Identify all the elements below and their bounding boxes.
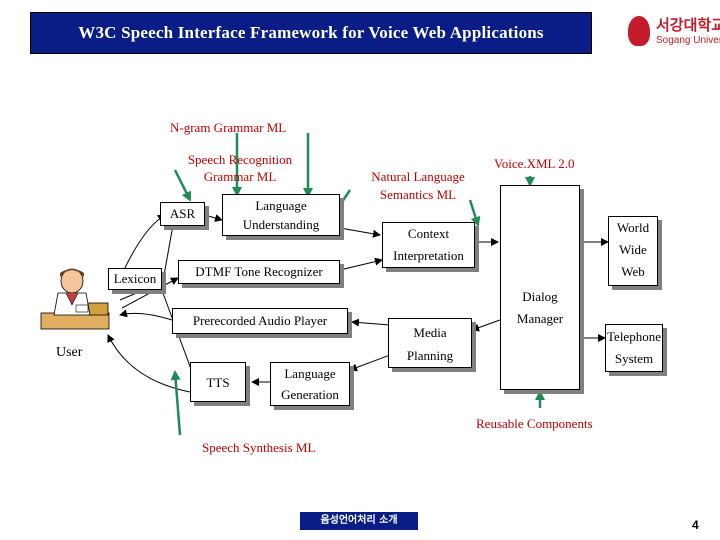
dtmf-context-connector: [339, 257, 383, 271]
media-audio-connector: [351, 318, 391, 327]
srgs-line2: Grammar ML: [203, 169, 277, 184]
seal-icon: [628, 16, 650, 46]
dm-media-connector: [471, 319, 501, 332]
language-understanding-box: Language Understanding: [222, 194, 340, 236]
tts-box: TTS: [190, 362, 246, 402]
user-dtmf-connector: [121, 277, 179, 309]
user-label: User: [56, 345, 83, 360]
language-generation-box: Language Generation: [270, 362, 350, 406]
voicexml-label: Voice.XML 2.0: [494, 156, 575, 171]
nlsml-line2: Semantics ML: [379, 187, 457, 202]
lg-line1: Language: [284, 366, 336, 381]
lu-context-connector: [339, 227, 381, 238]
srgs-label: Speech Recognition Grammar ML: [175, 151, 305, 185]
university-logo: 서강대학교 Sogang University: [620, 8, 720, 54]
ssml-label: Speech Synthesis ML: [202, 440, 316, 455]
media-lg-connector: [349, 354, 391, 372]
media-line1: Media: [413, 325, 447, 340]
dialog-manager-label: Dialog Manager: [501, 286, 579, 330]
web-line1: World: [616, 220, 650, 235]
dm-line1: Dialog: [522, 289, 558, 304]
slide-title: W3C Speech Interface Framework for Voice…: [30, 12, 592, 54]
ctx-line2: Interpretation: [393, 248, 464, 263]
tts-user-connector: [107, 334, 191, 393]
audio-player-box: Prerecorded Audio Player: [172, 308, 348, 334]
world-wide-web-box: World Wide Web: [608, 216, 658, 286]
context-interpretation-box: Context Interpretation: [382, 222, 475, 268]
logo-english: Sogang University: [656, 35, 720, 46]
nlsml-label: Natural Language Semantics ML: [358, 168, 478, 204]
telephone-system-box: Telephone System: [605, 324, 663, 372]
lu-line1: Language: [255, 198, 307, 213]
lexicon-box: Lexicon: [108, 268, 162, 290]
page-number: 4: [692, 518, 699, 532]
tel-line2: System: [614, 351, 654, 366]
reusable-label: Reusable Components: [476, 416, 593, 431]
logo-korean: 서강대학교: [656, 16, 720, 34]
footer-badge: 음성언어처리 소개: [300, 512, 418, 530]
asr-box: ASR: [160, 202, 205, 226]
asr-lu-connector: [204, 214, 223, 222]
lg-line2: Generation: [281, 387, 339, 402]
dialog-manager-box: Dialog Manager: [500, 185, 580, 390]
media-line2: Planning: [406, 348, 454, 363]
nlsml-to-context-arrow: [468, 199, 481, 227]
lu-line2: Understanding: [242, 217, 320, 232]
srgs-to-asr-arrow: [173, 169, 192, 202]
lexicon-asr-link: [162, 224, 174, 282]
srgs-line1: Speech Recognition: [187, 152, 293, 167]
nlsml-line1: Natural Language: [371, 169, 465, 184]
media-planning-box: Media Planning: [388, 318, 472, 368]
web-line2: Wide: [619, 242, 647, 257]
tel-line1: Telephone: [607, 329, 661, 344]
ngram-label: N-gram Grammar ML: [170, 120, 287, 135]
ctx-line1: Context: [407, 226, 450, 241]
ssml-to-tts-arrow: [170, 370, 182, 436]
dtmf-box: DTMF Tone Recognizer: [178, 260, 340, 284]
dm-line2: Manager: [516, 311, 564, 326]
web-line3: Web: [621, 264, 645, 279]
user-figure-icon: [40, 268, 110, 330]
audio-user-connector: [119, 309, 173, 321]
